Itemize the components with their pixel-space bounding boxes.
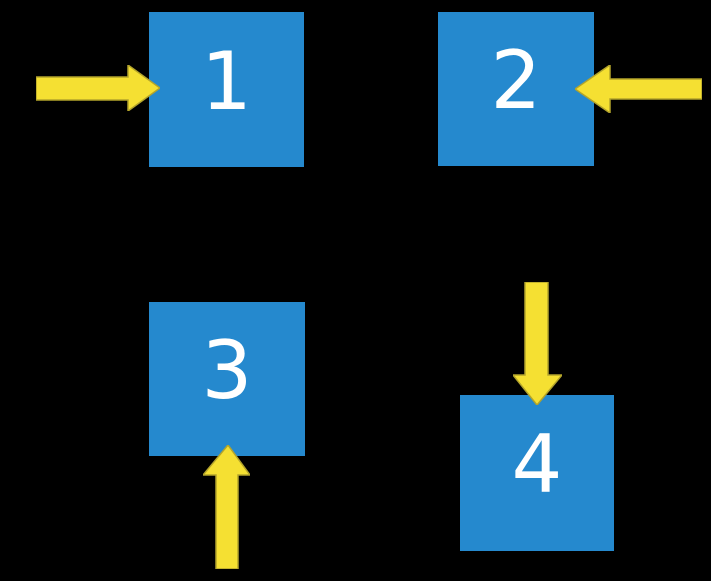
arrow-left-icon bbox=[575, 65, 702, 113]
box-3-label: 3 bbox=[201, 324, 253, 417]
numbered-box-4: 4 bbox=[460, 395, 614, 551]
numbered-box-2: 2 bbox=[438, 12, 594, 166]
box-2-label: 2 bbox=[490, 34, 542, 127]
numbered-box-1: 1 bbox=[149, 12, 304, 167]
arrow-right-icon bbox=[36, 65, 160, 111]
numbered-box-3: 3 bbox=[149, 302, 305, 456]
box-1-label: 1 bbox=[201, 34, 252, 128]
box-4-label: 4 bbox=[511, 418, 563, 511]
arrow-down-icon bbox=[513, 282, 562, 405]
arrow-up-icon bbox=[203, 445, 250, 569]
